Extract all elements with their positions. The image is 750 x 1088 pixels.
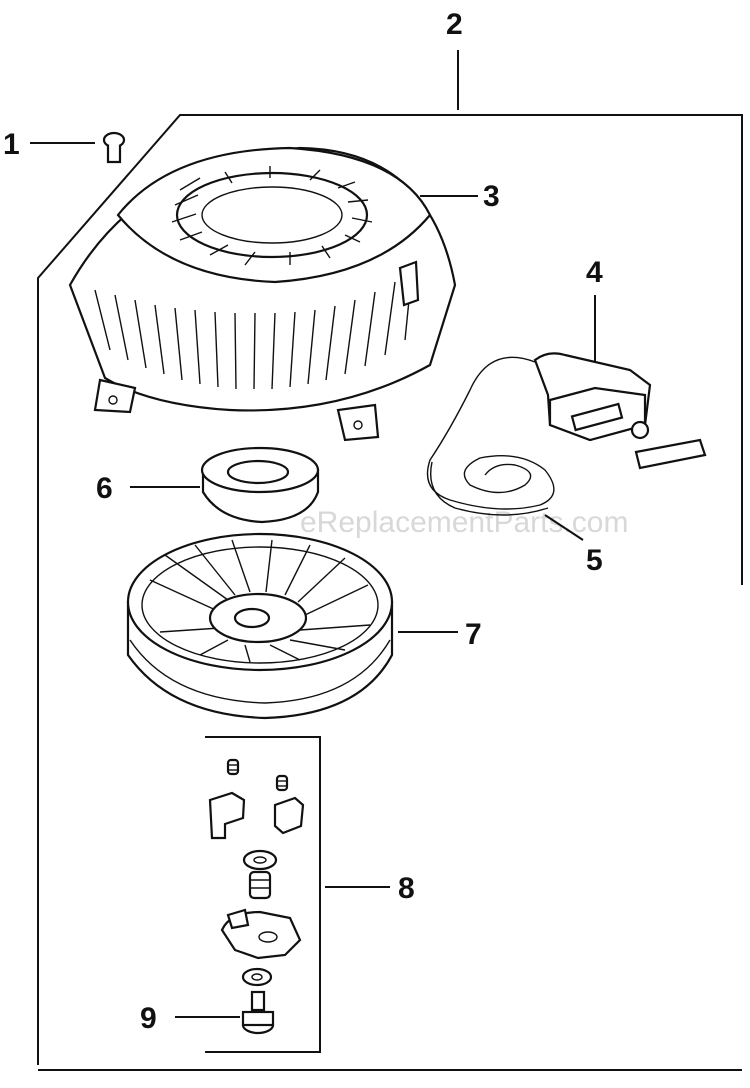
assembly-bracket-outline: [37, 50, 743, 1065]
part-starter-handle-4[interactable]: [533, 295, 707, 470]
callout-5[interactable]: 5: [586, 544, 603, 577]
part-recoil-spring-6[interactable]: [130, 446, 320, 524]
callout-2[interactable]: 2: [446, 8, 463, 41]
part-pawl-kit-8[interactable]: [205, 736, 390, 1053]
callout-4[interactable]: 4: [586, 256, 603, 289]
callout-8[interactable]: 8: [398, 872, 415, 905]
part-screw-1[interactable]: [30, 131, 126, 164]
part-rope-pulley-7[interactable]: [126, 532, 458, 720]
callout-3[interactable]: 3: [483, 180, 500, 213]
part-center-screw-9[interactable]: [175, 990, 275, 1035]
callout-7[interactable]: 7: [465, 618, 482, 651]
part-starter-housing-3[interactable]: [68, 146, 478, 442]
callout-9[interactable]: 9: [140, 1002, 157, 1035]
callout-6[interactable]: 6: [96, 472, 113, 505]
callout-1[interactable]: 1: [3, 128, 20, 161]
part-starter-rope-5[interactable]: [426, 356, 584, 541]
